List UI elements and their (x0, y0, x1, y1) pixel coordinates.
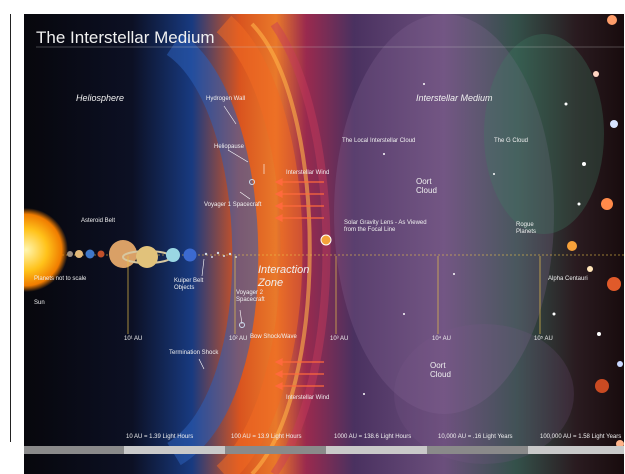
region-heliosphere: Heliosphere (76, 93, 125, 103)
scale-tick-label: 10³ AU (330, 336, 349, 342)
scale-bar-segment (124, 446, 225, 454)
interstellar-wind-arrows-top (274, 178, 324, 222)
mercury (67, 251, 73, 257)
interstellar-wind-arrows-bottom (274, 358, 324, 390)
jupiter (109, 240, 137, 268)
infographic-art (24, 14, 624, 474)
label-interstellar-wind-bottom: Interstellar Wind (286, 395, 330, 401)
scale-bar-segment (326, 446, 427, 454)
uranus (166, 248, 180, 262)
label-rogue-planets: Rogue Planets (516, 222, 537, 235)
label-bow-shock: Bow Shock/Wave (250, 334, 297, 340)
label-planets-not-to-scale: Planets not to scale (34, 276, 87, 282)
voyager2-marker (239, 322, 245, 328)
sun (24, 208, 68, 292)
scale-tick-label: 10² AU (229, 336, 248, 342)
venus (75, 250, 83, 258)
label-hydrogen-wall: Hydrogen Wall (206, 96, 246, 102)
label-interstellar-wind-top: Interstellar Wind (286, 170, 330, 176)
region-interstellar-medium: Interstellar Medium (416, 93, 493, 103)
bow-shock-band (270, 21, 331, 474)
nebula-lower (394, 324, 574, 464)
nebula-cloud (334, 14, 554, 414)
voyager1-marker (249, 179, 255, 185)
label-termination-shock: Termination Shock (169, 350, 219, 356)
planets (67, 240, 197, 268)
scale-bar-label: 10,000 AU = .16 Light Years (438, 434, 513, 440)
scale-tick-label: 10⁵ AU (534, 336, 553, 342)
label-local-interstellar-cloud: The Local Interstellar Cloud (342, 138, 416, 144)
heliopause-orange-band (216, 15, 303, 474)
label-alpha-centauri: Alpha Centauri (548, 276, 588, 282)
scale-bar-label: 10 AU = 1.39 Light Hours (126, 434, 194, 440)
solar-gravity-lens-marker (320, 234, 332, 246)
scale-tick-label: 10⁴ AU (432, 336, 451, 342)
g-cloud-nebula (484, 34, 604, 234)
callout-lines (198, 105, 265, 370)
scale-tick-label: 10¹ AU (124, 336, 143, 342)
scale-bar (24, 446, 624, 454)
region-interaction-zone: Interaction Zone (258, 264, 310, 289)
heliosphere-blue-band (166, 33, 259, 466)
label-oort-cloud-top: Oort Cloud (416, 177, 437, 195)
label-voyager1: Voyager 1 Spacecraft (204, 202, 262, 208)
label-heliopause: Heliopause (214, 144, 245, 150)
scale-bar-label: 1000 AU = 138.6 Light Hours (334, 434, 412, 440)
earth (85, 249, 95, 259)
saturn (136, 246, 158, 268)
neptune (183, 248, 197, 262)
heliopause-line (250, 22, 312, 474)
star-field (363, 15, 624, 448)
mars (97, 250, 105, 258)
interstellar-medium-infographic: The Interstellar Medium Heliosphere Inte… (24, 14, 624, 474)
label-g-cloud: The G Cloud (494, 138, 529, 144)
scale-bar-label: 100,000 AU = 1.58 Light Years (540, 434, 622, 440)
page-title: The Interstellar Medium (36, 28, 215, 47)
label-asteroid-belt: Asteroid Belt (81, 218, 116, 224)
scale-bar-label: 100 AU = 13.9 Light Hours (231, 434, 302, 440)
label-kuiper-belt: Kuiper Belt Objects (174, 278, 204, 291)
label-sun: Sun (34, 300, 45, 306)
label-voyager2: Voyager 2 Spacecraft (236, 290, 265, 303)
scale-tick-lines (127, 256, 541, 334)
kuiper-belt (204, 251, 237, 258)
label-solar-gravity-lens: Solar Gravity Lens - As Viewed from the … (344, 220, 427, 233)
scale-bar-segment (528, 446, 624, 454)
label-oort-cloud-bottom: Oort Cloud (430, 361, 451, 379)
page-left-edge (0, 14, 11, 442)
